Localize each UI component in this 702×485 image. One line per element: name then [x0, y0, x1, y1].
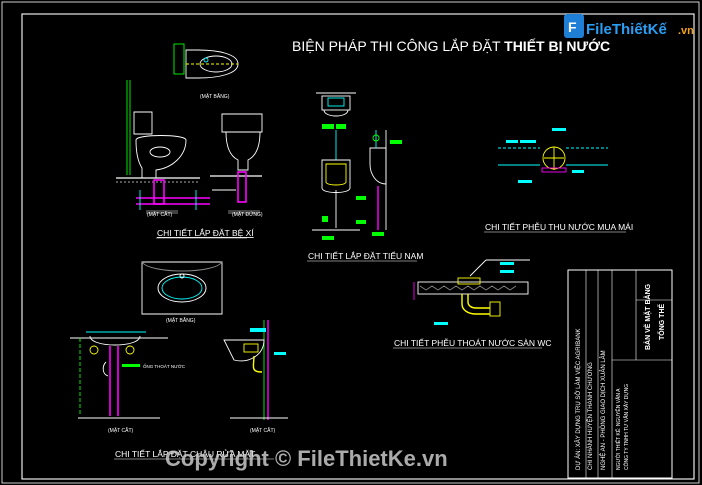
svg-text:(MẶT CẮT): (MẶT CẮT) [147, 210, 173, 218]
floor-drain-detail [413, 259, 530, 325]
logo-domain: .vn [678, 25, 694, 37]
svg-text:(MẶT BẰNG): (MẶT BẰNG) [166, 316, 196, 324]
svg-text:(MẶT CẮT): (MẶT CẮT) [108, 426, 134, 434]
logo-badge-icon [564, 14, 584, 38]
svg-text:(MẶT CẮT): (MẶT CẮT) [250, 426, 276, 434]
company: CÔNG TY TNHH TƯ VẤN XÂY DỰNG [623, 384, 630, 470]
caption-roof-drain: CHI TIẾT PHỄU THU NƯỚC MUA MÁI [485, 221, 633, 232]
urinal-detail [312, 92, 402, 240]
title-block: DỰ ÁN: XÂY DỰNG TRỤ SỞ LÀM VIỆC AGRIBANK… [567, 269, 673, 479]
roof-drain-detail [498, 128, 608, 183]
svg-text:F: F [568, 19, 577, 35]
project-name: DỰ ÁN: XÂY DỰNG TRỤ SỞ LÀM VIỆC AGRIBANK [574, 328, 582, 470]
logo-brand: FileThiếtKế [586, 21, 668, 38]
svg-text:(MẶT BẰNG): (MẶT BẰNG) [200, 92, 230, 100]
project-branch: CHI NHÁNH HUYỆN THANH CHƯƠNG [586, 362, 594, 470]
svg-text:(MẶT ĐỨNG): (MẶT ĐỨNG) [232, 211, 263, 218]
basin-detail: (MẶT BẰNG) ỐNG THOÁT NƯỚC (MẶT CẮT) (MẶT… [70, 261, 288, 434]
caption-toilet: CHI TIẾT LẮP ĐẶT BỆ XÍ [157, 228, 254, 238]
drawing-title: BIỆN PHÁP THI CÔNG LẮP ĐẶT THIẾT BỊ NƯỚC [292, 37, 610, 54]
sheet-title: BẢN VẼ MẶT BẰNG [643, 283, 652, 350]
caption-floor-drain: CHI TIẾT PHỄU THOÁT NƯỚC SÀN WC [394, 337, 552, 348]
project-location: NGHỆ AN - PHÒNG GIAO DỊCH XUÂN LÂM [599, 350, 607, 470]
watermark: Copyright © FileThietKe.vn [165, 446, 448, 471]
svg-text:ỐNG THOÁT NƯỚC: ỐNG THOÁT NƯỚC [143, 363, 186, 369]
sheet-subtitle: TỔNG THỂ [657, 304, 666, 340]
site-logo[interactable]: F FileThiếtKế .vn [560, 10, 700, 46]
designer: NGƯỜI THIẾT KẾ: NGUYỄN VĂN A [615, 388, 622, 470]
caption-urinal: CHI TIẾT LẮP ĐẶT TIỂU NAM [308, 250, 423, 261]
toilet-detail: (MẶT BẰNG) (MẶT CẮT) (MẶT ĐỨNG) [116, 43, 263, 218]
drawing-border [21, 13, 695, 480]
caption-basin: CHI TIẾT LẮP ĐẶT CHẬU RỬA MẶT [115, 448, 255, 459]
